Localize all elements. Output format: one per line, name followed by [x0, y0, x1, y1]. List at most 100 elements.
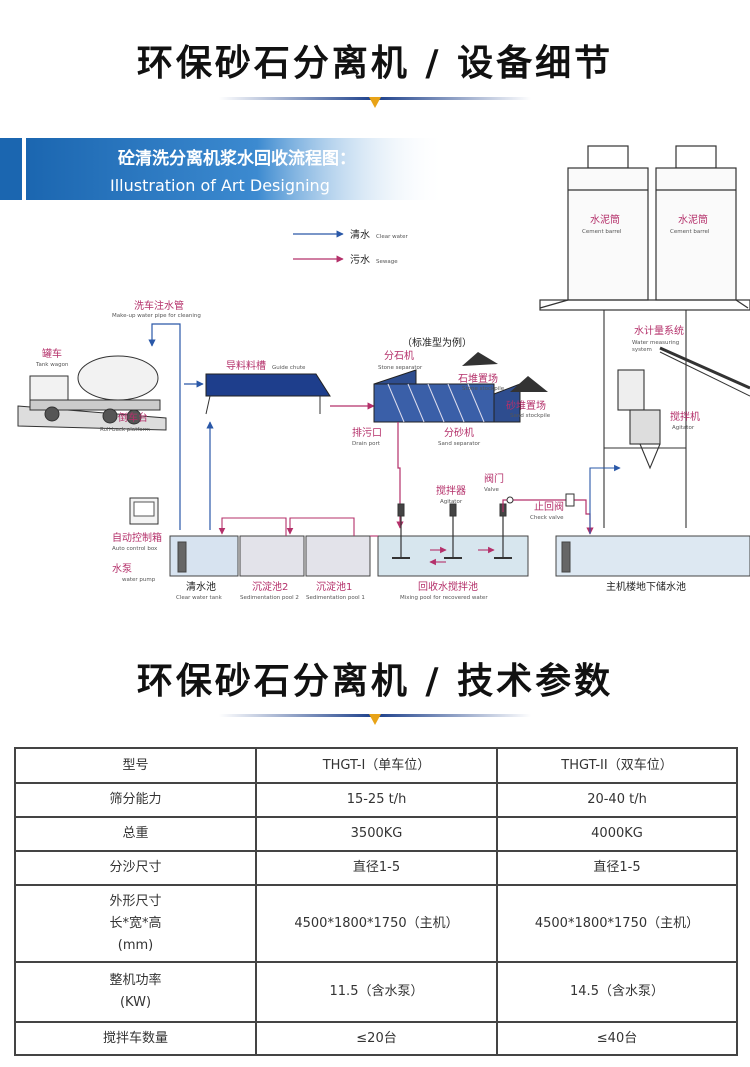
- spec-value-thgt-1: 11.5（含水泵）: [256, 962, 497, 1022]
- agitator-en: Agitator: [440, 499, 463, 505]
- spec-value-thgt-1: 直径1-5: [256, 851, 497, 885]
- cement-barrel-1-cn: 水泥筒: [590, 213, 620, 226]
- spec-label: 总重: [15, 817, 256, 851]
- spec-value-thgt-2: 4500*1800*1750（主机）: [497, 885, 737, 962]
- banner-stripe: [0, 138, 22, 200]
- sand-separator-cn: 分砂机: [444, 426, 474, 439]
- spec-value-thgt-1: ≤20台: [256, 1022, 497, 1055]
- makeup-pipe-en: Make-up water pipe for cleaning: [112, 313, 201, 319]
- check-valve-cn: 止回阀: [534, 500, 564, 513]
- sedimentation-pools: [169, 535, 750, 577]
- spec-row-truck-count: 搅拌车数量≤20台≤40台: [15, 1022, 737, 1055]
- sand-stockpile-cn: 砂堆置场: [506, 399, 546, 412]
- makeup-pipe-line: [148, 323, 181, 530]
- pool-overflow-arrows: [218, 517, 378, 537]
- makeup-pipe-cn: 洗车注水管: [134, 299, 184, 312]
- underground-pool-cn: 主机楼地下储水池: [606, 580, 686, 593]
- sedimentation-1-cn: 沉淀池1: [316, 580, 352, 593]
- water-measuring-cn: 水计量系统: [634, 324, 684, 337]
- spec-label: 搅拌车数量: [15, 1022, 256, 1055]
- standard-model-note: （标准型为例）: [402, 336, 472, 349]
- drain-to-mixing-arrow: [396, 422, 404, 529]
- mixing-plant-structure: [603, 310, 750, 528]
- spec-value-thgt-1: THGT-I（单车位）: [256, 748, 497, 783]
- clear-tank-cn: 清水池: [186, 580, 216, 593]
- cement-barrel-2-en: Cement barrel: [670, 229, 710, 235]
- spec-row-dimensions: 外形尺寸 长*宽*高 (mm)4500*1800*1750（主机）4500*18…: [15, 885, 737, 962]
- mixing-pool-cn: 回收水搅拌池: [418, 580, 478, 593]
- sand-stockpile-shape: [510, 376, 548, 392]
- check-valve-en: Check valve: [530, 515, 564, 521]
- spec-label: 筛分能力: [15, 783, 256, 817]
- stone-separator-en: Stone separator: [378, 365, 423, 371]
- section-title-specs: 环保砂石分离机 / 技术参数: [136, 661, 614, 702]
- sedimentation-1-en: Sedimentation pool 1: [306, 595, 365, 601]
- spec-value-thgt-2: 4000KG: [497, 817, 737, 851]
- spec-label: 整机功率 (KW): [15, 962, 256, 1022]
- rollback-platform-en: Roll-back platform: [100, 427, 150, 433]
- cement-barrel-2-cn: 水泥筒: [678, 213, 708, 226]
- rollback-platform-cn: 倒车台: [118, 411, 148, 424]
- cement-barrel-1-en: Cement barrel: [582, 229, 622, 235]
- spec-value-thgt-2: THGT-II（双车位）: [497, 748, 737, 783]
- water-measuring-en-1: Water measuring: [632, 340, 679, 346]
- sand-stockpile-en: Sand stockpile: [510, 413, 551, 419]
- spec-value-thgt-2: ≤40台: [497, 1022, 737, 1055]
- title-divider: [219, 97, 531, 108]
- check-valve-symbol: [565, 493, 575, 507]
- water-pump-en: water pump: [122, 577, 156, 583]
- legend-sewage-en: Sewage: [376, 259, 398, 265]
- banner-title-en: Illustration of Art Designing: [110, 176, 330, 195]
- control-box-cn: 自动控制箱: [112, 531, 162, 544]
- spec-value-thgt-2: 直径1-5: [497, 851, 737, 885]
- section-title-details: 环保砂石分离机 / 设备细节: [136, 43, 614, 84]
- guide-chute-cn: 导料料槽: [226, 359, 266, 372]
- spec-value-thgt-2: 14.5（含水泵）: [497, 962, 737, 1022]
- spec-label: 外形尺寸 长*宽*高 (mm): [15, 885, 256, 962]
- water-pump-cn: 水泵: [112, 563, 132, 575]
- main-agitator-cn: 搅拌机: [670, 410, 700, 423]
- valve-cn: 阀门: [484, 472, 504, 485]
- agitator-cn: 搅拌器: [436, 484, 466, 497]
- stone-separator-cn: 分石机: [384, 349, 414, 362]
- tank-wagon: [17, 355, 167, 431]
- legend-clear-cn: 清水: [350, 228, 370, 241]
- sand-separator-en: Sand separator: [438, 441, 481, 447]
- sedimentation-2-en: Sedimentation pool 2: [240, 595, 299, 601]
- cement-silos: [539, 145, 750, 311]
- tank-wagon-cn: 罐车: [42, 347, 62, 360]
- main-agitator-en: Agitator: [672, 425, 695, 431]
- control-box-en: Auto control box: [112, 546, 158, 552]
- stone-stockpile-shape: [462, 352, 498, 366]
- banner-title-cn: 砼清洗分离机浆水回收流程图：: [118, 148, 356, 169]
- pool-agitators: [392, 503, 512, 559]
- water-measuring-en-2: system: [632, 347, 652, 353]
- mixing-pool-en: Mixing pool for recovered water: [400, 595, 488, 601]
- banner-background: [26, 138, 446, 200]
- legend-sewage-cn: 污水: [350, 254, 370, 266]
- sedimentation-2-cn: 沉淀池2: [252, 580, 288, 593]
- valve-symbol: [506, 496, 514, 504]
- valve-en: Valve: [484, 487, 499, 493]
- spec-value-thgt-2: 20-40 t/h: [497, 783, 737, 817]
- title-divider-2: [219, 714, 531, 725]
- spec-value-thgt-1: 15-25 t/h: [256, 783, 497, 817]
- guide-chute-en: Guide chute: [272, 365, 306, 371]
- stone-stockpile-cn: 石堆置场: [458, 372, 498, 385]
- spec-label: 分沙尺寸: [15, 851, 256, 885]
- slurry-recycling-flow-diagram: 砼清洗分离机浆水回收流程图： Illustration of Art Desig…: [0, 138, 750, 601]
- clear-tank-en: Clear water tank: [176, 595, 223, 601]
- spec-value-thgt-1: 3500KG: [256, 817, 497, 851]
- legend-clear-en: Clear water: [376, 234, 409, 240]
- spec-label: 型号: [15, 748, 256, 783]
- stone-sand-separator: [373, 369, 521, 423]
- drain-port-cn: 排污口: [352, 426, 382, 439]
- stone-stockpile-en: Stone stockpile: [462, 386, 505, 392]
- guide-chute: [205, 373, 331, 397]
- tank-wagon-en: Tank wagon: [35, 362, 69, 368]
- spec-row-power: 整机功率 (KW)11.5（含水泵）14.5（含水泵）: [15, 962, 737, 1022]
